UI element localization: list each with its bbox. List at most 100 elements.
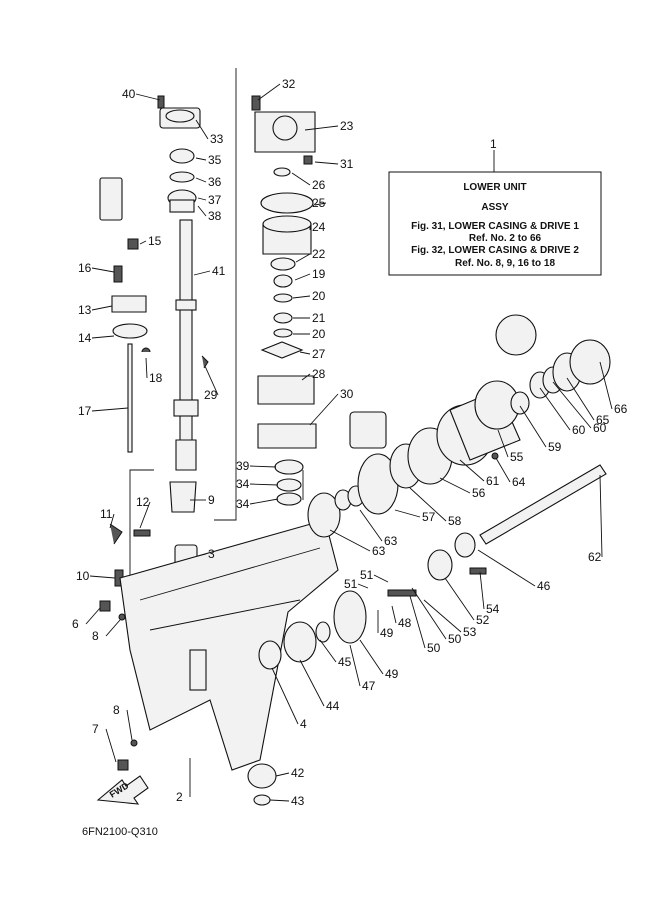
leader-line-25 [314, 202, 327, 206]
leader-line-48 [391, 605, 397, 624]
callout-50: 50 [448, 632, 462, 646]
nut-15 [127, 238, 139, 250]
callout-49: 49 [380, 626, 394, 640]
leader-line-14 [91, 335, 115, 339]
leader-line-61 [459, 459, 485, 482]
impeller-27 [260, 341, 304, 359]
callout-36: 36 [208, 175, 222, 189]
leader-line-57 [394, 509, 421, 518]
clutch-54 [454, 532, 476, 558]
callout-4: 4 [300, 717, 307, 731]
callout-63: 63 [372, 544, 386, 558]
callout-51: 51 [344, 577, 358, 591]
callout-41: 41 [212, 264, 226, 278]
leader-line-17 [91, 407, 129, 412]
leader-line-32 [257, 83, 281, 101]
callout-29: 29 [204, 388, 218, 402]
title-line-4: Ref. No. 2 to 66 [469, 233, 542, 244]
callout-35: 35 [208, 153, 222, 167]
dog-clutch-53 [427, 549, 453, 581]
seal-34a [276, 478, 302, 492]
callout-10: 10 [76, 569, 90, 583]
callout-26: 26 [312, 178, 326, 192]
title-line-6: Ref. No. 8, 9, 16 to 18 [455, 258, 555, 269]
ring-36 [169, 171, 195, 183]
callout-53: 53 [463, 625, 477, 639]
leader-line-66 [599, 361, 613, 410]
leader-line-30 [309, 393, 339, 426]
washer-8a [118, 613, 126, 621]
callout-30: 30 [340, 387, 354, 401]
seal-35 [169, 148, 195, 164]
leader-line-59 [519, 405, 547, 448]
callout-22: 22 [312, 247, 326, 261]
sleeve-9 [169, 481, 197, 513]
callout-48: 48 [398, 616, 412, 630]
callout-49: 49 [385, 667, 399, 681]
leader-line-44 [299, 659, 325, 707]
leader-line-45 [319, 639, 337, 663]
bolt-6 [99, 600, 111, 612]
leader-line-51 [357, 583, 369, 589]
leader-line-8 [126, 709, 133, 741]
callout-13: 13 [78, 303, 92, 317]
shim-45 [315, 621, 331, 643]
title-line-5: Fig. 32, LOWER CASING & DRIVE 2 [411, 245, 579, 256]
drawing-code: 6FN2100-Q310 [82, 826, 158, 838]
leader-lines [85, 83, 613, 802]
drive-shaft-41 [179, 219, 193, 461]
callout-7: 7 [92, 722, 99, 736]
pin-31 [303, 155, 313, 165]
leader-line-50 [411, 587, 447, 640]
bearing-59 [510, 391, 530, 415]
callout-60: 60 [593, 421, 607, 435]
gear-62 [307, 492, 341, 538]
callout-46: 46 [537, 579, 551, 593]
leader-line-36 [195, 177, 207, 183]
leader-line-20 [292, 295, 311, 299]
gear-47 [333, 590, 367, 644]
callout-6: 6 [72, 617, 79, 631]
leader-line-42 [275, 772, 290, 777]
leader-line-11 [109, 513, 115, 529]
pin-52 [469, 567, 487, 575]
callout-37: 37 [208, 193, 222, 207]
callout-45: 45 [338, 655, 352, 669]
bolt-32 [251, 95, 261, 111]
nut-43 [253, 794, 271, 806]
leader-line-15 [139, 240, 147, 245]
callout-20: 20 [312, 327, 326, 341]
key-21 [273, 312, 293, 324]
callout-39: 39 [236, 459, 250, 473]
callout-44: 44 [326, 699, 340, 713]
leader-line-39 [249, 465, 277, 468]
leader-line-60 [539, 387, 571, 431]
leader-line-29 [204, 365, 219, 396]
callout-12: 12 [136, 495, 150, 509]
lower-casing-2 [117, 519, 339, 771]
callout-57: 57 [422, 510, 436, 524]
spring-11 [109, 523, 123, 545]
callout-65: 65 [596, 413, 610, 427]
title-box: 1 LOWER UNIT ASSY Fig. 31, LOWER CASING … [388, 137, 602, 276]
callout-38: 38 [208, 209, 222, 223]
leader-line-3 [197, 553, 207, 557]
leader-line-46 [477, 549, 536, 587]
tool-icon-circle [495, 314, 537, 356]
leader-line-19 [294, 273, 311, 281]
tool-icon-box [99, 177, 123, 221]
leader-line-54 [479, 571, 485, 610]
callout-32: 32 [282, 77, 296, 91]
leader-line-8 [105, 619, 121, 637]
leader-line-47 [349, 644, 361, 687]
leader-line-37 [197, 197, 207, 201]
leader-line-63 [359, 509, 383, 542]
leader-line-43 [269, 799, 290, 802]
leader-line-22 [295, 253, 311, 263]
o-ring-25 [260, 192, 314, 214]
bearing-4 [283, 621, 317, 663]
leader-line-58 [409, 487, 447, 522]
leader-line-31 [314, 161, 339, 165]
leader-line-7 [105, 728, 117, 763]
